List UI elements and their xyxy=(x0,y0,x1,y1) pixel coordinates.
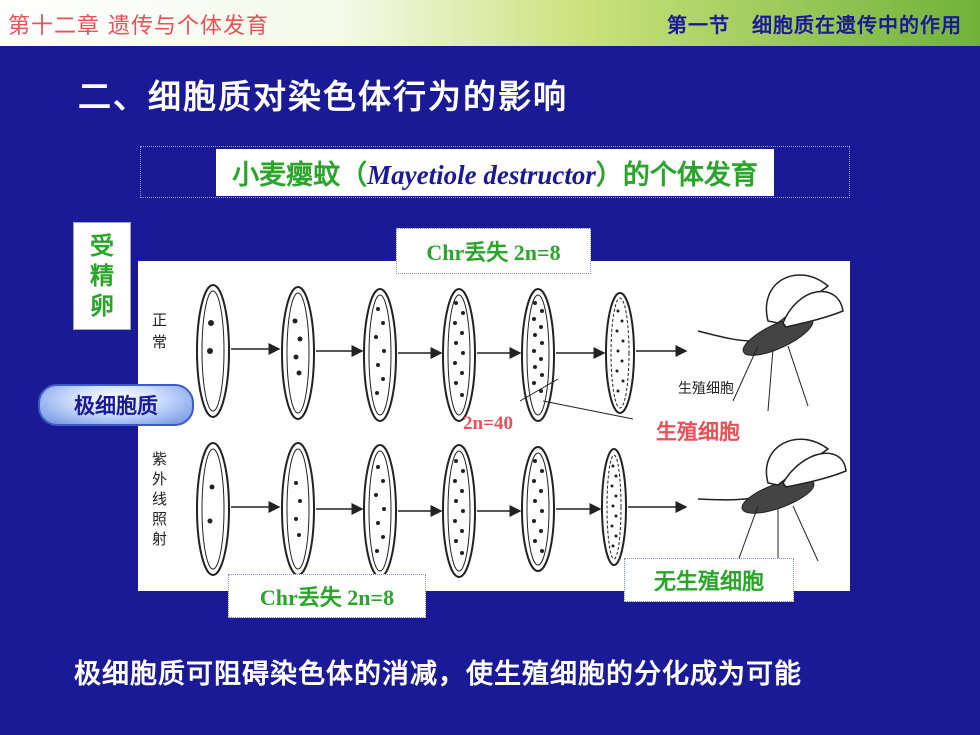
subtitle-latin-name: Mayetiole destructor xyxy=(367,159,596,190)
conclusion-text: 极细胞质可阻碍染色体的消减，使生殖细胞的分化成为可能 xyxy=(74,659,802,690)
subtitle: 小麦瘿蚊（Mayetiole destructor）的个体发育 xyxy=(216,148,774,196)
row-label-uv-char: 紫 xyxy=(152,450,167,468)
fertilized-egg-char: 精 xyxy=(90,262,114,290)
arrows-row-normal xyxy=(231,343,688,359)
row-label-uv-char: 照 xyxy=(152,510,167,528)
pointer-line xyxy=(519,378,559,402)
chr-loss-label-top: Chr丢失 2n=8 xyxy=(396,228,591,274)
germ-cell-label: 生殖细胞 xyxy=(656,420,740,444)
midge-adult-uv xyxy=(697,438,847,571)
development-diagram: 正 常 紫 外 线 照 射 xyxy=(138,261,850,591)
subtitle-post: ）的个体发育 xyxy=(595,159,758,191)
row-label-normal-char: 常 xyxy=(152,333,167,351)
germ-cell-caption: 生殖细胞 xyxy=(678,380,734,397)
nuclei-row-normal xyxy=(207,301,625,397)
row-label-uv-char: 射 xyxy=(152,530,167,548)
row-label-normal-char: 正 xyxy=(152,311,167,329)
no-germ-cell-label: 无生殖细胞 xyxy=(624,558,794,602)
row-label-uv-char: 线 xyxy=(152,490,167,508)
row-label-uv-char: 外 xyxy=(152,470,167,488)
section-name: 细胞质在遗传中的作用 xyxy=(752,13,962,37)
chromosome-count-label: 2n=40 xyxy=(463,413,513,434)
egg-row-uv xyxy=(196,442,627,578)
section-number: 第一节 xyxy=(667,13,730,37)
midge-adult-normal xyxy=(697,274,844,412)
chapter-title: 第十二章 遗传与个体发育 xyxy=(8,14,269,39)
slide-title: 二、细胞质对染色体行为的影响 xyxy=(78,77,568,116)
subtitle-pre: 小麦瘿蚊（ xyxy=(232,159,368,191)
nuclei-row-uv xyxy=(207,459,618,555)
egg-row-normal xyxy=(196,284,635,422)
fertilized-egg-label: 受 精 卵 xyxy=(73,222,131,330)
subtitle-frame: 小麦瘿蚊（Mayetiole destructor）的个体发育 xyxy=(140,146,850,198)
arrows-row-uv xyxy=(231,501,688,517)
pointer-line xyxy=(542,400,634,420)
chr-loss-label-bottom: Chr丢失 2n=8 xyxy=(228,574,426,618)
fertilized-egg-char: 卵 xyxy=(90,292,114,320)
fertilized-egg-char: 受 xyxy=(90,232,114,260)
development-diagram-drawing: 正 常 紫 外 线 照 射 xyxy=(152,274,847,578)
header-bar: 第十二章 遗传与个体发育 第一节细胞质在遗传中的作用 xyxy=(0,0,980,46)
section-title: 第一节细胞质在遗传中的作用 xyxy=(667,9,962,38)
pole-plasm-callout: 极细胞质 xyxy=(38,384,194,426)
